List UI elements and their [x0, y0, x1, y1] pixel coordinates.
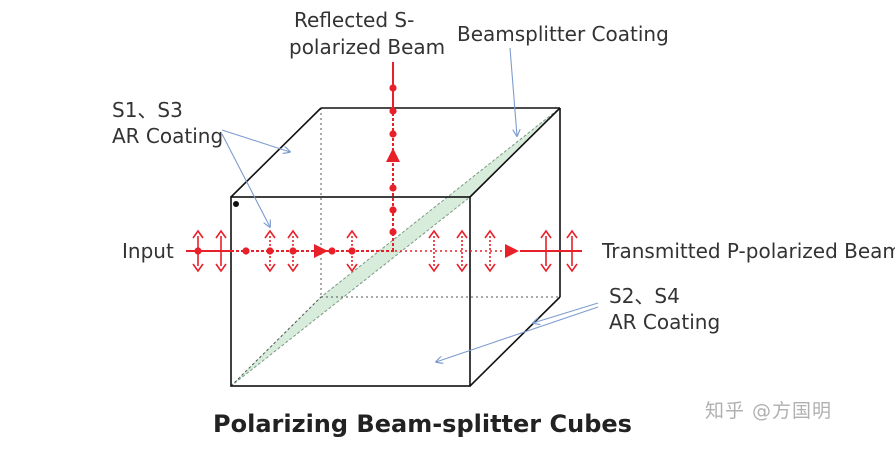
pointer-coating	[509, 47, 517, 136]
polarization-markers	[192, 84, 578, 273]
input-direction-arrow	[314, 244, 328, 258]
label-pointers	[221, 47, 599, 362]
reflected-direction-arrow	[386, 148, 400, 162]
pointer-s1	[221, 129, 290, 152]
polarization-dot	[389, 107, 397, 115]
polarization-arrow-head	[346, 263, 358, 273]
cube-corner-dot	[233, 201, 239, 207]
polarization-dot	[242, 247, 250, 255]
polarization-arrow-head	[566, 263, 578, 273]
label-beamsplitter-coating: Beamsplitter Coating	[457, 22, 669, 46]
polarization-dot	[266, 247, 274, 255]
polarization-arrow-head	[566, 229, 578, 239]
polarization-arrow-head	[428, 229, 440, 239]
polarization-arrow-head	[540, 263, 552, 273]
pointer-s2	[533, 302, 599, 323]
polarization-dot	[194, 247, 202, 255]
polarization-arrow-head	[287, 263, 299, 273]
cube-hidden-edges	[230, 108, 560, 387]
polarization-arrow-head	[456, 229, 468, 239]
cube-visible-edges	[230, 107, 561, 387]
label-input: Input	[122, 239, 174, 263]
polarization-arrow-head	[456, 263, 468, 273]
polarization-dot	[328, 247, 336, 255]
polarization-arrow-head	[264, 229, 276, 239]
polarization-arrow-head	[484, 229, 496, 239]
polarization-dot	[389, 228, 397, 236]
label-s2-s4: S2、S4	[609, 284, 680, 308]
polarization-dot	[389, 84, 397, 92]
polarization-arrow-head	[484, 263, 496, 273]
label-s1-s3: S1、S3	[112, 98, 183, 122]
polarization-arrow-head	[215, 229, 227, 239]
label-reflected-line2: polarized Beam	[289, 35, 446, 59]
polarization-dot	[389, 184, 397, 192]
polarization-arrow-head	[215, 263, 227, 273]
polarization-arrow-head	[192, 263, 204, 273]
label-s2-s4-ar-coating: AR Coating	[609, 310, 721, 334]
watermark: 知乎 @方国明	[705, 400, 833, 422]
polarization-arrow-head	[346, 229, 358, 239]
polarization-dot	[389, 206, 397, 214]
figure-caption: Polarizing Beam-splitter Cubes	[213, 410, 632, 438]
label-s1-s3-ar-coating: AR Coating	[112, 124, 224, 148]
polarization-dot	[289, 247, 297, 255]
polarization-arrow-head	[264, 263, 276, 273]
polarization-dot	[348, 247, 356, 255]
pointer-s3	[221, 133, 270, 227]
polarization-arrow-head	[428, 263, 440, 273]
label-reflected-line1: Reflected S-	[294, 8, 415, 32]
transmitted-direction-arrow	[505, 244, 519, 258]
polarization-dot	[389, 130, 397, 138]
polarization-arrow-head	[192, 229, 204, 239]
label-transmitted: Transmitted P-polarized Beam	[602, 239, 895, 263]
pointer-s4	[436, 306, 599, 362]
polarization-arrow-head	[540, 229, 552, 239]
polarization-arrow-head	[287, 229, 299, 239]
